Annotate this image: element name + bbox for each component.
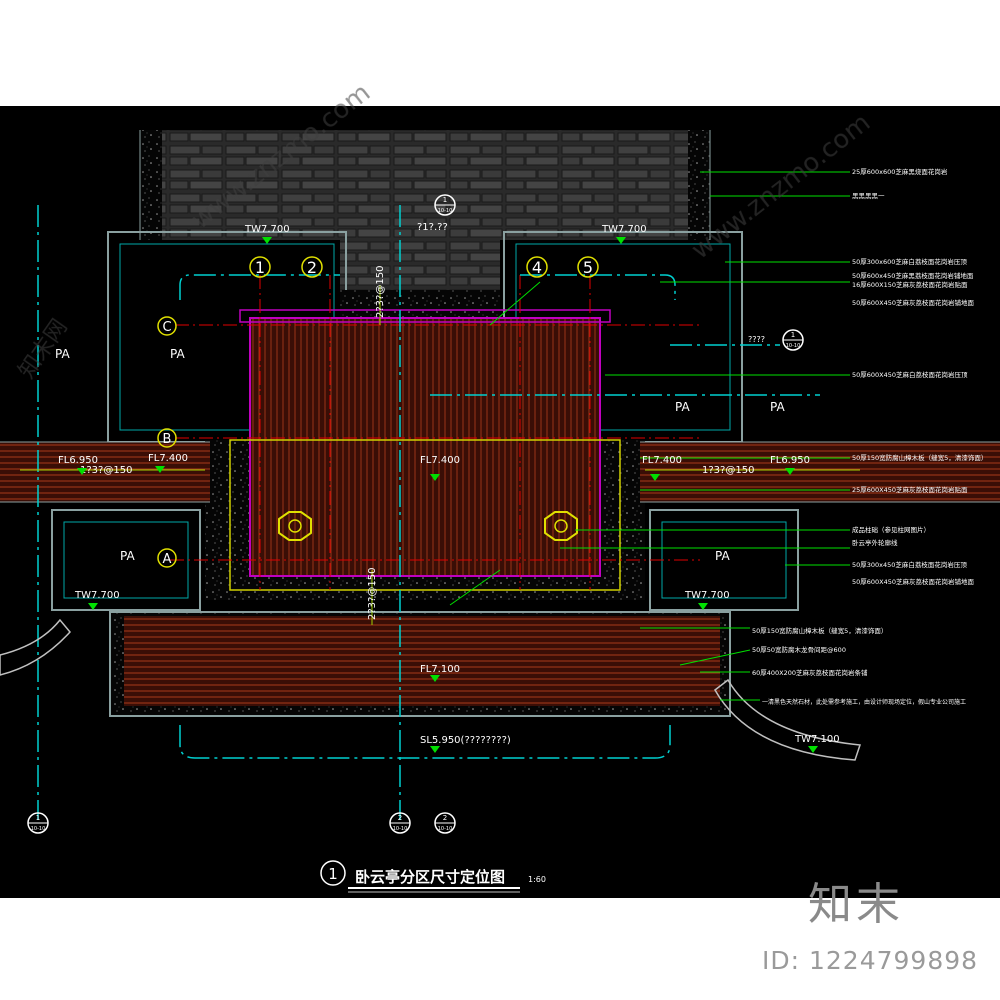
- note-text: 50厚150宽防腐山樟木板（缝宽5，清漆饰面）: [852, 453, 987, 462]
- dimension-lines: [20, 285, 860, 625]
- note-text: 黑黑黑黑一: [852, 192, 885, 200]
- gravel-entry: [340, 290, 500, 320]
- note-text: 50厚50宽防腐木龙骨间距@600: [752, 645, 846, 654]
- elevation-label: TW7.700: [74, 590, 120, 601]
- elevation-label: TW7.700: [244, 224, 290, 235]
- grid-label-1: 1: [255, 258, 265, 277]
- grid-label-C: C: [162, 320, 171, 335]
- area-label-pa: PA: [170, 347, 185, 361]
- note-text: 50厚300x600芝麻白荔枝面花岗岩压顶: [852, 257, 967, 266]
- note-text: 50厚300x450芝麻白荔枝面花岗岩压顶: [852, 560, 967, 569]
- section-marker-sheet: 10-10: [438, 208, 453, 214]
- section-marker-number: 1: [36, 814, 40, 822]
- note-text: 50厚600X450芝麻灰荔枝面花岗岩铺地面: [852, 298, 975, 307]
- watermark-brand: 知末: [808, 879, 904, 930]
- grid-label-4: 4: [532, 258, 542, 277]
- section-marker-label: ????: [748, 335, 765, 344]
- note-text: 50厚600x450芝麻黑荔枝面花岗岩铺地面: [852, 271, 974, 280]
- section-marker-number: 1: [443, 196, 447, 204]
- note-text: 60厚400X200芝麻灰荔枝面花岗岩条铺: [752, 668, 868, 677]
- note-text: 25厚600x600芝麻黑烧面花岗岩: [852, 167, 948, 176]
- section-marker-number: 2: [443, 814, 447, 822]
- dimension-label: 1?3?@150: [80, 465, 132, 476]
- material-notes: 25厚600x600芝麻黑烧面花岗岩 黑黑黑黑一 50厚300x600芝麻白荔枝…: [752, 167, 987, 706]
- gravel-strip-left: [140, 130, 162, 240]
- dimension-label: 1?3?@150: [702, 465, 754, 476]
- note-text: 16厚600X150芝麻灰荔枝面花岗岩贴面: [852, 280, 968, 289]
- grid-label-B: B: [163, 432, 172, 447]
- center-lines: [37, 205, 820, 820]
- elevation-label: FL7.400: [642, 455, 682, 466]
- note-text: 25厚600X450芝麻灰荔枝面花岗岩贴面: [852, 485, 968, 494]
- elevation-label: SL5.950(????????): [420, 735, 511, 746]
- area-label-pa: PA: [770, 400, 785, 414]
- watermark-id: ID: 1224799898: [762, 946, 979, 975]
- stone-paving-top: [160, 130, 690, 240]
- elevation-label: TW7.700: [684, 590, 730, 601]
- rock-edge-right: [714, 678, 862, 761]
- section-marker-top: [434, 194, 456, 216]
- section-marker-right: [782, 329, 804, 351]
- elevation-label: FL6.950: [58, 455, 98, 466]
- area-label-pa: PA: [715, 549, 730, 563]
- top-label: ?1?.??: [417, 222, 448, 233]
- elevation-label: TW7.100: [794, 734, 840, 745]
- area-label-pa: PA: [675, 400, 690, 414]
- leader-lines: [449, 171, 850, 701]
- section-marker-sheet: 10-10: [786, 343, 801, 349]
- note-text: 成品柱础（参见柱网图片）: [852, 525, 930, 534]
- note-text: 卧云亭外轮廓线: [852, 538, 898, 547]
- grid-bubbles: [157, 256, 599, 568]
- walkway-right: [640, 442, 1000, 502]
- title-number: 1: [328, 865, 338, 883]
- walkway-left: [0, 442, 210, 502]
- eave-beam: [239, 309, 611, 323]
- area-label-pa: PA: [120, 549, 135, 563]
- pavilion-outline: [229, 439, 621, 591]
- note-text: 50厚150宽防腐山樟木板（缝宽5，清漆饰面）: [752, 626, 887, 635]
- section-marker-bottom-mid: [389, 812, 456, 834]
- timber-platform: [124, 616, 720, 706]
- elevation-label: FL7.400: [420, 455, 460, 466]
- section-marker-sheet: 10-10: [393, 826, 408, 832]
- section-marker-number: 2: [398, 814, 402, 822]
- note-text: 一清黑色天然石材，此处需参考施工，由设计师现场定位，假山专业公司施工: [762, 698, 966, 706]
- gravel-strip-right: [688, 130, 710, 240]
- section-marker-sheet: 10-10: [438, 826, 453, 832]
- note-text: 50厚600X450芝麻灰荔枝面花岗岩铺地面: [852, 577, 975, 586]
- section-marker-sheet: 10-10: [31, 826, 46, 832]
- section-marker-bottom-left: [27, 812, 49, 834]
- elevation-label: FL7.400: [148, 453, 188, 464]
- rock-edge-left: [0, 618, 71, 676]
- section-marker-number: 1: [791, 331, 795, 339]
- drawing-scale: 1:60: [528, 875, 546, 884]
- title-block: [320, 860, 520, 893]
- grid-label-5: 5: [583, 258, 593, 277]
- elevation-label: FL6.950: [770, 455, 810, 466]
- grid-label-2: 2: [307, 258, 317, 277]
- drawing-title: 卧云亭分区尺寸定位图: [355, 868, 505, 886]
- elevation-label: TW7.700: [601, 224, 647, 235]
- elevation-markers: [77, 237, 818, 753]
- area-label-pa: PA: [55, 347, 70, 361]
- column-base-right: [544, 511, 578, 541]
- elevation-label: FL7.100: [420, 664, 460, 675]
- stone-paving-entry: [340, 230, 500, 290]
- dimension-label-vertical: 2?3?@150: [375, 266, 386, 318]
- pavilion-deck: [249, 317, 601, 577]
- column-base-left: [278, 511, 312, 541]
- dimension-label-vertical: 2?3?@150: [367, 568, 378, 620]
- grid-lines: [170, 275, 700, 590]
- note-text: 50厚600X450芝麻白荔枝面花岗岩压顶: [852, 370, 968, 379]
- grid-label-A: A: [163, 552, 172, 567]
